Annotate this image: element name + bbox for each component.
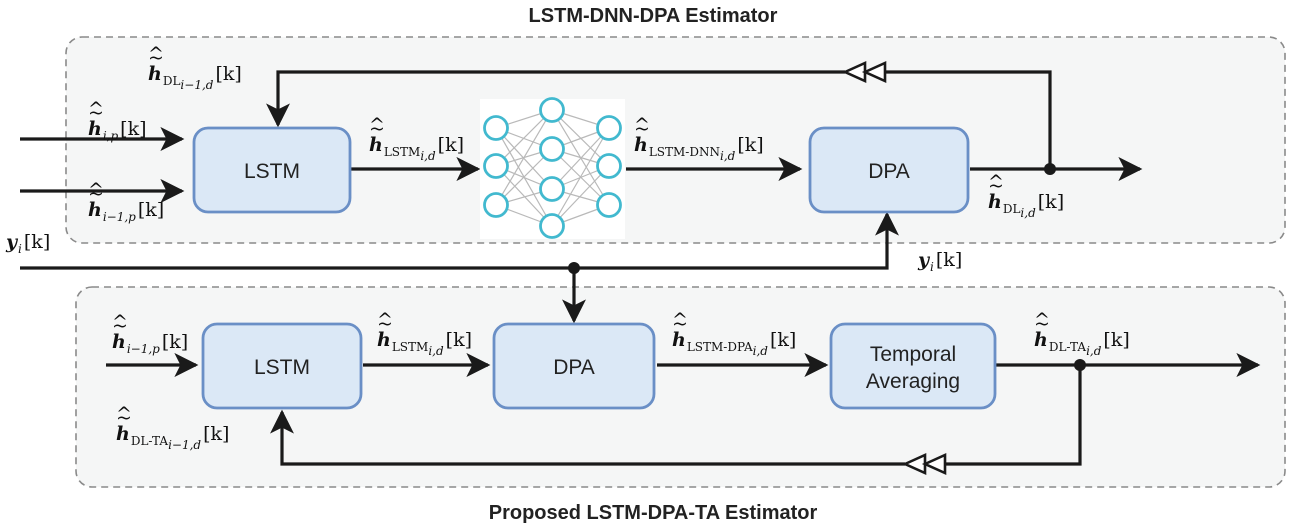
svg-text:hLSTM-DPAi,d[k]: hLSTM-DPAi,d[k] (672, 329, 796, 358)
temporal-averaging-label-line2: Averaging (866, 370, 960, 393)
svg-text:yi[k]: yi[k] (5, 231, 50, 256)
bottom-ta-output-label: hDL-TAi,d[k] ^~ (1034, 309, 1130, 358)
svg-text:hLSTMi,d[k]: hLSTMi,d[k] (377, 329, 472, 358)
svg-text:hi,p[k]: hi,p[k] (88, 118, 147, 143)
svg-text:hLSTMi,d[k]: hLSTMi,d[k] (369, 134, 464, 163)
top-feedback-label: hDLi−1,d[k] ^~ (148, 43, 242, 92)
svg-text:~: ~ (369, 118, 385, 140)
nn-edge (495, 109, 553, 206)
feedback-delay-icon-2 (861, 60, 887, 84)
bottom-wires (106, 353, 1261, 466)
svg-text:^: ^ (116, 403, 132, 425)
top-lstm-label: LSTM (244, 160, 300, 183)
nn-node (539, 97, 565, 123)
bottom-junction-dot (1074, 359, 1086, 371)
bottom-dpa-block (492, 322, 656, 410)
svg-text:hDL-TAi,d[k]: hDL-TAi,d[k] (1034, 329, 1130, 358)
svg-text:^: ^ (634, 114, 650, 136)
svg-text:^: ^ (369, 114, 385, 136)
svg-text:~: ~ (1034, 313, 1050, 335)
svg-text:yi[k]: yi[k] (917, 249, 962, 274)
svg-text:hLSTM-DNNi,d[k]: hLSTM-DNNi,d[k] (634, 134, 764, 163)
received-signal-label-right: yi[k] (917, 249, 962, 274)
nn-node (539, 176, 565, 202)
bottom-dpa-output-label: hLSTM-DPAi,d[k] ^~ (672, 309, 796, 358)
bottom-dpa-label: DPA (553, 356, 595, 379)
nn-edge (551, 165, 610, 227)
svg-text:~: ~ (988, 175, 1004, 197)
svg-text:~: ~ (112, 315, 128, 337)
top-estimator-panel (65, 36, 1286, 244)
temporal-averaging-label-line1: Temporal (870, 343, 956, 366)
nn-edge (495, 148, 553, 206)
nn-node (483, 153, 509, 179)
nn-edge (495, 109, 553, 167)
svg-text:^: ^ (112, 311, 128, 333)
svg-text:~: ~ (634, 118, 650, 140)
ta-feedback-delay-icon-2 (921, 452, 947, 476)
bottom-feedback-label: hDL-TAi−1,d[k] ^~ (116, 403, 229, 452)
top-lstm-output-label: hLSTMi,d[k] ^~ (369, 114, 464, 163)
top-input-prev-label: hi−1,p[k] ^~ (88, 179, 164, 224)
received-signal-label-left: yi[k] (5, 231, 50, 256)
svg-text:hDLi−1,d[k]: hDLi−1,d[k] (148, 63, 242, 92)
svg-text:hi−1,p[k]: hi−1,p[k] (88, 199, 164, 224)
nn-node (539, 136, 565, 162)
svg-text:hi−1,p[k]: hi−1,p[k] (112, 331, 188, 356)
bottom-lstm-output-label: hLSTMi,d[k] ^~ (377, 309, 472, 358)
nn-node (596, 115, 622, 141)
top-junction-dot (1044, 163, 1056, 175)
nn-node (596, 153, 622, 179)
svg-text:~: ~ (377, 313, 393, 335)
svg-text:~: ~ (148, 47, 164, 69)
top-dnn-output-label: hLSTM-DNNi,d[k] ^~ (634, 114, 764, 163)
top-estimator-title: LSTM-DNN-DPA Estimator (529, 5, 778, 27)
svg-text:~: ~ (116, 407, 132, 429)
svg-text:~: ~ (88, 102, 104, 124)
svg-text:~: ~ (672, 313, 688, 335)
received-junction-dot (568, 262, 580, 274)
svg-text:hDLi,d[k]: hDLi,d[k] (988, 191, 1064, 220)
svg-text:hDL-TAi−1,d[k]: hDL-TAi−1,d[k] (116, 423, 229, 452)
nn-node (539, 213, 565, 239)
nn-edge (551, 127, 610, 190)
top-dpa-block (808, 126, 970, 214)
nn-node (483, 115, 509, 141)
bottom-estimator-title: Proposed LSTM-DPA-TA Estimator (489, 502, 818, 524)
top-input-pilot-label: hi,p[k] ^~ (88, 98, 147, 143)
nn-node (596, 192, 622, 218)
bottom-lstm-label: LSTM (254, 356, 310, 379)
bottom-input-prev-label: hi−1,p[k] ^~ (112, 311, 188, 356)
svg-text:^: ^ (1034, 309, 1050, 331)
svg-text:^: ^ (88, 179, 104, 201)
top-dpa-label: DPA (868, 160, 910, 183)
neural-network-icon (480, 97, 625, 239)
nn-node (483, 192, 509, 218)
svg-text:~: ~ (88, 183, 104, 205)
nn-edge (495, 165, 553, 227)
svg-text:^: ^ (988, 171, 1004, 193)
svg-text:^: ^ (148, 43, 164, 65)
top-dl-output-label: hDLi,d[k] ^~ (988, 171, 1064, 220)
temporal-averaging-block (829, 322, 997, 410)
bottom-lstm-block (201, 322, 363, 410)
top-lstm-block (192, 126, 352, 214)
nn-edge (551, 127, 610, 227)
svg-text:^: ^ (88, 98, 104, 120)
svg-text:^: ^ (377, 309, 393, 331)
svg-text:^: ^ (672, 309, 688, 331)
